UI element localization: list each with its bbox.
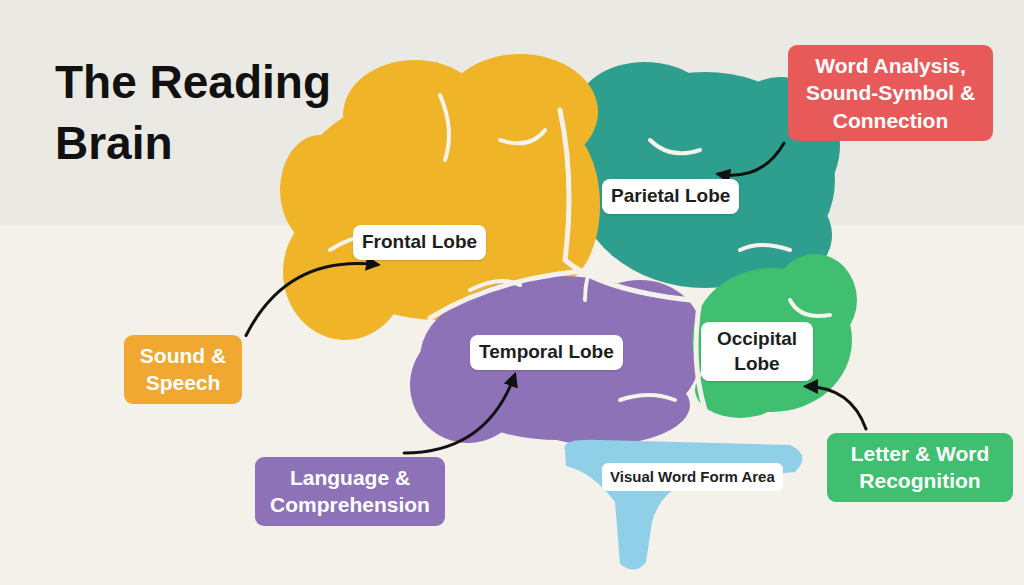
occipital-lobe-shape [692,254,857,418]
lobe-label: Temporal Lobe [470,335,623,370]
diagram-title: The Reading Brain [55,52,385,173]
node-text: Frontal Lobe [362,230,477,255]
curved-arrow [806,386,866,429]
callout-box: Sound & Speech [124,335,242,404]
lobe-gaps [430,110,705,410]
callout-box: Language & Comprehension [255,457,445,526]
curved-arrow [404,375,515,453]
lobe-label: Parietal Lobe [602,179,739,214]
node-text: Visual Word Form Area [610,467,775,487]
callout-box: Letter & Word Recognition [827,433,1013,502]
node-text: Sound & Speech [134,342,232,397]
node-text: Word Analysis, Sound-Symbol & Connection [798,52,983,134]
node-text: Occipital Lobe [710,327,804,376]
node-text: Letter & Word Recognition [837,440,1003,495]
node-text: Language & Comprehension [265,464,435,519]
area-label: Visual Word Form Area [602,463,783,491]
temporal-lobe-shape [410,276,702,445]
lobe-veins [330,95,830,400]
curved-arrow [246,263,378,335]
curved-arrow [718,143,784,175]
node-text: Parietal Lobe [611,184,730,209]
lobe-label: Frontal Lobe [353,225,486,260]
vwfa-shape [564,440,802,570]
lobe-label: Occipital Lobe [701,322,813,381]
callout-box: Word Analysis, Sound-Symbol & Connection [788,45,993,141]
node-text: Temporal Lobe [479,340,614,365]
